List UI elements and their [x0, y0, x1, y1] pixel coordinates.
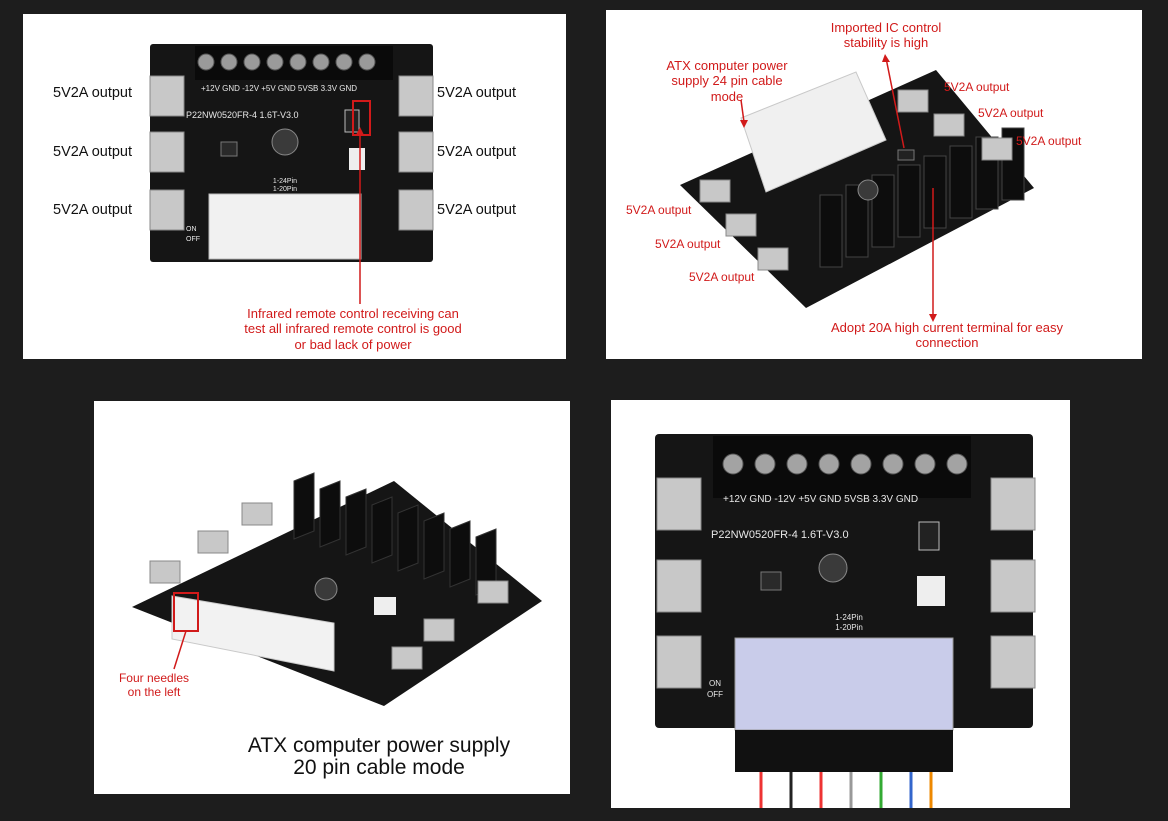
ic-callout: Imported IC control stability is high [806, 20, 966, 51]
svg-text:+12V GND -12V +5V GND 5VSB 3.: +12V GND -12V +5V GND 5VSB 3.3V GND [201, 84, 357, 93]
caption-line: ATX computer power supply [247, 734, 511, 757]
output-label: 5V2A output [626, 203, 692, 217]
svg-text:1-24Pin: 1-24Pin [835, 613, 863, 622]
svg-text:OFF: OFF [186, 236, 200, 243]
output-label: 5V2A output [1016, 134, 1082, 148]
callout-line: ATX computer power [666, 58, 788, 73]
output-label: 5V2A output [437, 202, 517, 218]
board-illustration-top: +12V GND -12V +5V GND 5VSB 3.3V GND P22N… [149, 44, 434, 304]
svg-text:P22NW0520FR-4 1.6T-V3.0: P22NW0520FR-4 1.6T-V3.0 [186, 110, 299, 120]
product-photo-closeup-view: +12V GND -12V +5V GND 5VSB 3.3V GND P22N… [611, 400, 1070, 808]
terminal-callout: Adopt 20A high current terminal for easy… [812, 320, 1082, 351]
callout-line: test all infrared remote control is good [244, 321, 462, 337]
callout-line: or bad lack of power [294, 336, 412, 352]
output-label: 5V2A output [689, 270, 755, 284]
output-label: 5V2A output [978, 106, 1044, 120]
board-illustration-closeup: +12V GND -12V +5V GND 5VSB 3.3V GND P22N… [655, 434, 1036, 808]
svg-text:1-20Pin: 1-20Pin [273, 186, 297, 193]
svg-text:OFF: OFF [707, 690, 723, 699]
caption-line: 20 pin cable mode [293, 756, 465, 780]
callout-line: supply 24 pin cable [671, 73, 783, 89]
output-label: 5V2A output [53, 202, 133, 218]
callout-line: stability is high [843, 35, 929, 51]
callout-line: Infrared remote control receiving can [247, 306, 459, 321]
svg-text:+12V GND -12V +5V GND 5VSB 3.: +12V GND -12V +5V GND 5VSB 3.3V GND [723, 494, 918, 505]
callout-line: connection [915, 335, 979, 351]
output-label: 5V2A output [944, 80, 1010, 94]
svg-text:1-20Pin: 1-20Pin [835, 623, 863, 632]
infrared-callout: Infrared remote control receiving can te… [223, 306, 483, 352]
callout-line: on the left [127, 685, 181, 700]
callout-line: Imported IC control [830, 20, 942, 35]
callout-line: Four needles [118, 671, 190, 685]
svg-text:1-24Pin: 1-24Pin [273, 178, 297, 185]
callout-line: Adopt 20A high current terminal for easy [831, 320, 1063, 335]
board-illustration-20pin [132, 472, 542, 706]
output-label: 5V2A output [437, 144, 517, 160]
svg-text:ON: ON [709, 679, 721, 688]
product-photo-20pin-view: Four needles on the left ATX computer po… [94, 401, 570, 794]
output-label: 5V2A output [655, 237, 721, 251]
atx-callout: ATX computer power supply 24 pin cable m… [648, 58, 806, 104]
product-photo-top-view: +12V GND -12V +5V GND 5VSB 3.3V GND P22N… [23, 14, 566, 359]
output-label: 5V2A output [53, 144, 133, 160]
output-label: 5V2A output [53, 85, 133, 101]
product-photo-angled-view: ATX computer power supply 24 pin cable m… [606, 10, 1142, 359]
caption: ATX computer power supply 20 pin cable m… [214, 734, 544, 780]
svg-text:ON: ON [186, 226, 197, 233]
needles-callout: Four needles on the left [108, 671, 200, 699]
output-label: 5V2A output [437, 85, 517, 101]
callout-line: mode [710, 88, 744, 104]
svg-text:P22NW0520FR-4 1.6T-V3.0: P22NW0520FR-4 1.6T-V3.0 [711, 529, 849, 541]
board-illustration-angled [680, 54, 1034, 322]
